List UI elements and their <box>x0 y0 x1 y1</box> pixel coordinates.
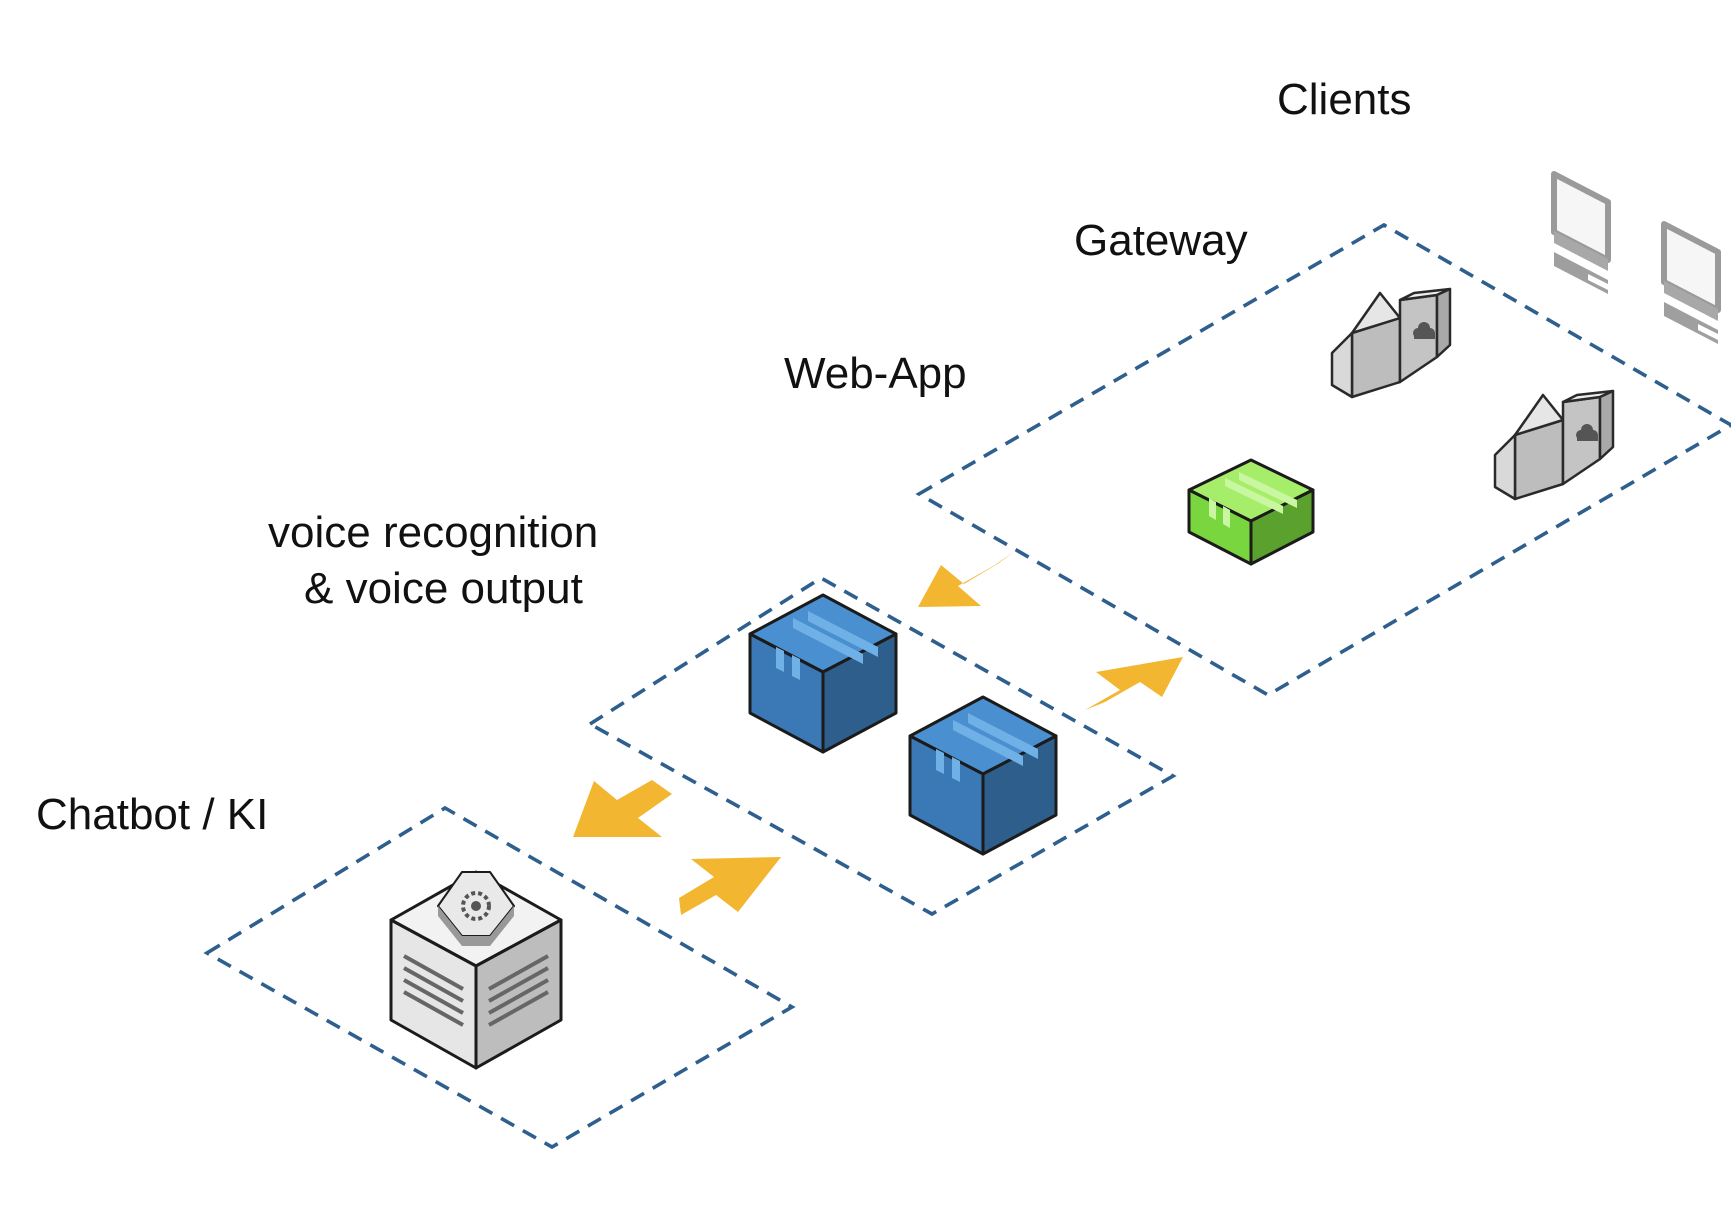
voice-package-icon <box>908 695 1058 856</box>
chatbot-zone-border <box>203 805 796 1150</box>
voice-label-line-2: & voice output <box>304 564 583 613</box>
voice-label-line-1: voice recognition <box>268 508 599 557</box>
chatbot-label: Chatbot / KI <box>36 790 269 839</box>
arrow-to-gateway <box>1085 657 1183 710</box>
gateway-device-icon <box>1330 287 1452 399</box>
clients-label: Clients <box>1277 75 1412 124</box>
web-app-label: Web-App <box>784 349 967 398</box>
arrow-to-voice <box>679 857 781 915</box>
voice-package-icon <box>748 593 898 754</box>
web-app-zone-border <box>586 575 1177 917</box>
client-computer-icon <box>1554 174 1608 294</box>
client-computer-icon <box>1664 224 1718 344</box>
chatbot-server-icon <box>389 870 563 1070</box>
gateway-device-icon <box>1493 389 1615 501</box>
arrow-to-chatbot <box>573 780 672 837</box>
web-app-package-icon <box>1187 458 1315 566</box>
gateway-zone-border <box>915 222 1731 698</box>
arrow-to-web-app <box>918 551 1015 607</box>
gateway-label: Gateway <box>1074 216 1248 265</box>
